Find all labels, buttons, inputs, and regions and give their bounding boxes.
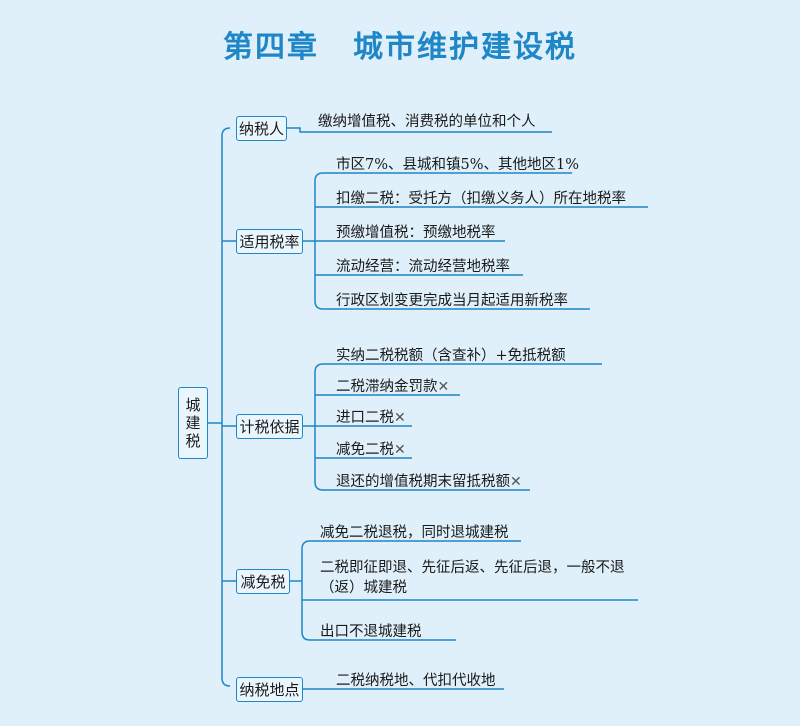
leaf-item: 二税纳税地、代扣代收地	[336, 673, 496, 689]
root-char: 税	[185, 432, 201, 450]
leaf-item: 流动经营：流动经营地税率	[336, 259, 510, 275]
branch-tax-location: 纳税地点	[236, 677, 303, 702]
leaf-item: 实纳二税税额（含查补）+免抵税额	[336, 348, 566, 364]
leaf-item: 二税即征即退、先征后返、先征后退，一般不退（返）城建税	[320, 560, 625, 596]
cross-icon: ✕	[394, 442, 406, 458]
leaf-text: 退还的增值税期末留抵税额	[336, 474, 510, 490]
leaf-item: 进口二税✕	[336, 406, 406, 427]
leaf-item: 市区7%、县城和镇5%、其他地区1%	[336, 157, 580, 173]
branch-tax-rate: 适用税率	[236, 229, 303, 254]
branch-tax-basis: 计税依据	[236, 414, 303, 439]
leaf-item: 缴纳增值税、消费税的单位和个人	[318, 114, 536, 130]
leaf-item: 减免二税✕	[336, 438, 406, 459]
cross-icon: ✕	[394, 410, 406, 426]
leaf-item: 减免二税退税，同时退城建税	[320, 525, 509, 541]
chapter-name: 城市维护建设税	[353, 30, 577, 65]
leaf-text: 减免二税	[336, 442, 394, 458]
root-char: 建	[185, 414, 201, 432]
leaf-item: 预缴增值税：预缴地税率	[336, 225, 496, 241]
root-char: 城	[185, 396, 201, 414]
leaf-item: 出口不退城建税	[320, 624, 422, 640]
leaf-text: 进口二税	[336, 410, 394, 426]
leaf-item: 行政区划变更完成当月起适用新税率	[336, 293, 568, 309]
cross-icon: ✕	[510, 474, 522, 490]
leaf-item: 扣缴二税：受托方（扣缴义务人）所在地税率	[336, 191, 626, 207]
leaf-item: 退还的增值税期末留抵税额✕	[336, 470, 522, 491]
root-node: 城 建 税	[178, 387, 208, 459]
branch-taxpayer: 纳税人	[236, 116, 287, 141]
branch-exemption: 减免税	[236, 569, 290, 594]
page-title: 第四章城市维护建设税	[0, 22, 800, 66]
leaf-text: 二税滞纳金罚款	[336, 379, 438, 395]
cross-icon: ✕	[437, 379, 450, 395]
chapter-number: 第四章	[223, 30, 319, 65]
leaf-item: 二税滞纳金罚款✕	[336, 375, 449, 396]
